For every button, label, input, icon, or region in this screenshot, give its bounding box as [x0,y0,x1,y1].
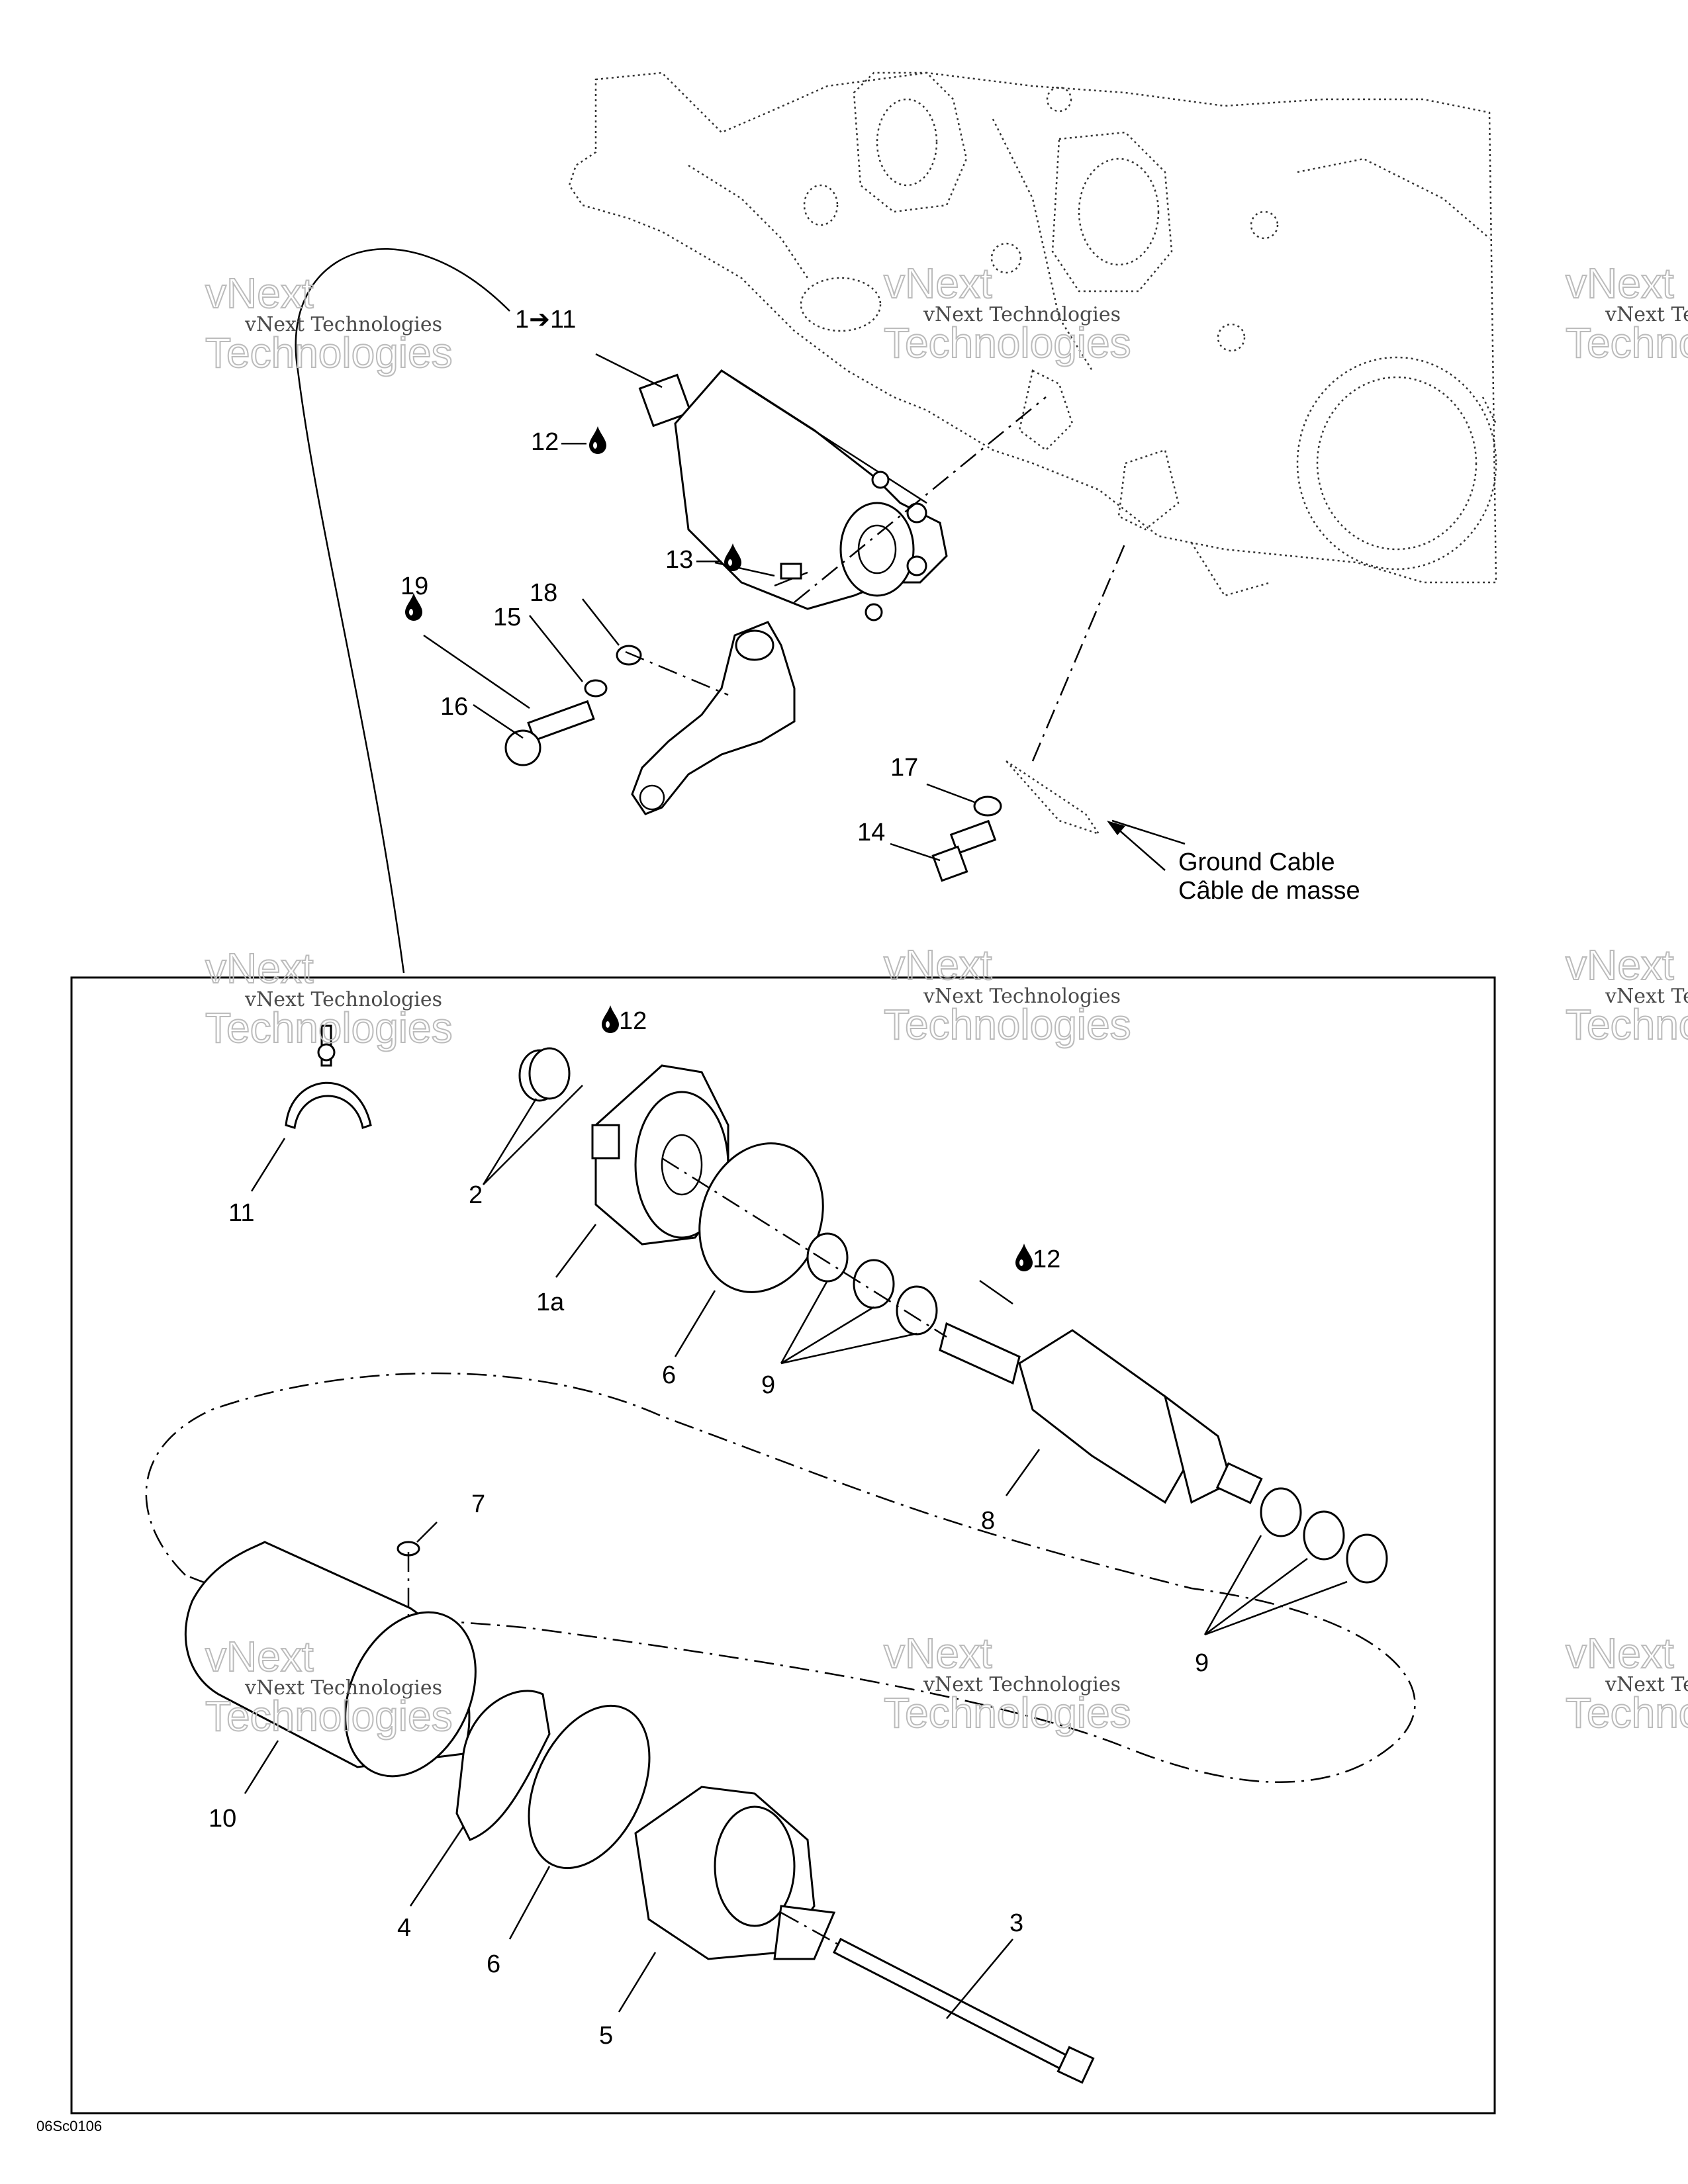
part-4-brush-holder [455,1690,551,1841]
callout-7: 7 [471,1490,485,1518]
callout-16: 16 [440,693,468,721]
callout-6-a: 6 [662,1361,676,1389]
svg-text:vNext: vNext [884,941,992,989]
svg-text:vNext: vNext [205,1633,314,1680]
callout-12-b: 12 [1033,1246,1060,1273]
callout-17: 17 [890,754,918,782]
oil-drop-highlight [409,609,413,615]
callout-18: 18 [530,579,557,607]
svg-text:vNext Technologies: vNext Technologies [244,313,442,336]
callout-11: 11 [228,1199,254,1227]
svg-text:vNext Technologies: vNext Technologies [1605,1673,1688,1696]
callout-6-b: 6 [487,1950,500,1978]
callout-9-b: 9 [1195,1649,1209,1677]
callout-13: 13 [665,546,693,574]
oil-drop-highlight [728,559,732,566]
o-ring-2b [528,1047,571,1100]
svg-text:Technologies: Technologies [884,1001,1131,1048]
callout-2: 2 [469,1181,483,1209]
callout-5: 5 [599,2022,613,2050]
callout-19: 19 [400,572,428,600]
callout-3: 3 [1009,1909,1023,1937]
svg-text:vNext Technologies: vNext Technologies [923,1673,1121,1696]
part-10-yoke [184,1541,477,1778]
ground-cable-terminal [1006,760,1102,836]
part-11-brush-plate [285,1024,372,1129]
svg-text:vNext: vNext [205,269,314,317]
washer-9c [896,1285,938,1336]
svg-text:vNext: vNext [1566,941,1674,989]
svg-text:Technologies: Technologies [1566,319,1688,367]
detail-frame [70,976,1496,2115]
figure-code: 06Sc0106 [36,2118,102,2134]
callout-1a: 1a [536,1289,565,1316]
connector-curve [295,248,510,974]
washer-15 [584,679,608,698]
watermark-group: vNext vNext Technologies Technologies vN… [205,259,1688,1741]
svg-text:vNext Technologies: vNext Technologies [244,1676,442,1700]
svg-text:vNext: vNext [1566,1629,1674,1677]
oil-drop-highlight [593,442,597,449]
callout-15: 15 [493,604,521,631]
oil-drop-icon [1015,1244,1033,1271]
oil-drop-icon [589,426,606,454]
svg-text:—: — [561,428,586,456]
svg-text:vNext Technologies: vNext Technologies [244,988,442,1011]
callout-14: 14 [857,819,885,846]
washer-18 [616,645,642,666]
ground-cable-label-en: Ground Cable [1178,848,1335,876]
ground-cable-label-fr: Câble de masse [1178,877,1360,905]
engine-outline [568,71,1497,597]
svg-text:vNext: vNext [1566,259,1674,307]
svg-text:vNext: vNext [205,944,314,992]
svg-text:Technologies: Technologies [884,1689,1131,1737]
svg-text:—: — [696,546,722,574]
callout-1-11: 1➔11 [515,306,576,334]
oil-drop-highlight [606,1021,610,1028]
svg-text:Technologies: Technologies [1566,1689,1688,1737]
alignment-loop [145,1372,1416,1783]
part-3-through-bolt [832,1937,1095,2084]
callout-10: 10 [209,1805,236,1833]
callout-12-a: 12 [619,1007,647,1035]
o-ring-6-lower [528,1704,651,1870]
oil-drop-icon [602,1005,619,1033]
washer-9d [1260,1487,1302,1537]
part-5-rear-cover [634,1786,836,1960]
part-8-armature [939,1322,1263,1504]
svg-text:vNext: vNext [884,1629,992,1677]
svg-text:Technologies: Technologies [1566,1001,1688,1048]
ground-cable-arrow-icon [1111,823,1166,871]
svg-text:Technologies: Technologies [205,1004,453,1052]
oil-drop-highlight [1019,1259,1023,1266]
callout-8: 8 [981,1507,995,1535]
washer-9f [1346,1533,1388,1584]
callout-9-a: 9 [761,1371,775,1399]
washer-9a [806,1232,849,1283]
mounting-bracket [631,621,796,815]
washer-9e [1303,1510,1345,1561]
svg-text:vNext Technologies: vNext Technologies [923,985,1121,1008]
screw-16 [504,700,595,766]
svg-text:vNext Technologies: vNext Technologies [923,303,1121,326]
svg-text:vNext Technologies: vNext Technologies [1605,303,1688,326]
callout-4: 4 [397,1914,411,1942]
svg-text:vNext Technologies: vNext Technologies [1605,985,1688,1008]
svg-text:Technologies: Technologies [884,319,1131,367]
starter-assembly [638,369,948,621]
svg-text:Technologies: Technologies [205,1692,453,1740]
washer-17 [973,796,1002,817]
svg-text:Technologies: Technologies [205,329,453,377]
svg-text:vNext: vNext [884,259,992,307]
callout-12-top: 12 [531,428,559,456]
screw-14 [931,819,997,882]
